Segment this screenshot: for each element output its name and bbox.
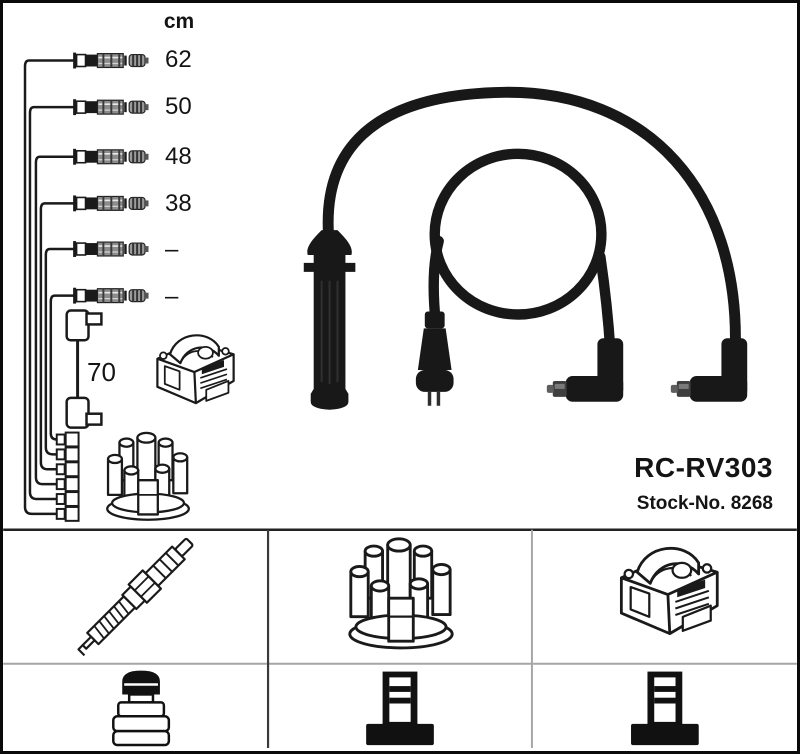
coil-terminal-icon: [631, 671, 699, 746]
cable-row-connectors: [72, 51, 150, 305]
distributor-cap-small-icon: [106, 431, 191, 521]
coil-wire-length-label: 70: [87, 357, 116, 387]
ignition-coil-icon: [619, 546, 719, 636]
cable-length-label: 50: [165, 93, 192, 120]
unit-label: cm: [163, 10, 195, 33]
cable-length-label: 38: [165, 190, 192, 217]
straight-boot: [303, 230, 356, 410]
grid-lines: [3, 528, 797, 749]
ignition-coil-small-icon: [156, 334, 235, 405]
cable-set-photo: [303, 86, 748, 410]
cable-length-label: 62: [165, 46, 192, 73]
angle-boot-2: [670, 338, 748, 402]
distributor-cap-icon: [348, 537, 454, 650]
product-code: RC-RV303: [634, 452, 773, 483]
plug-terminal-icon: [112, 670, 171, 747]
angle-boot-1: [546, 338, 624, 402]
cable-length-label: –: [165, 236, 179, 263]
coil-terminal-icon: [366, 671, 434, 746]
center-connector: [415, 311, 454, 406]
stock-number: Stock-No. 8268: [636, 493, 773, 514]
cable-length-label: 48: [165, 143, 192, 170]
bundle-terminals: [55, 431, 80, 522]
cable-length-label: –: [165, 283, 179, 310]
spark-plug-icon: [77, 537, 194, 657]
length-diagram: [23, 59, 75, 516]
coil-wire-diagram: [65, 309, 103, 429]
artwork: [3, 51, 797, 749]
